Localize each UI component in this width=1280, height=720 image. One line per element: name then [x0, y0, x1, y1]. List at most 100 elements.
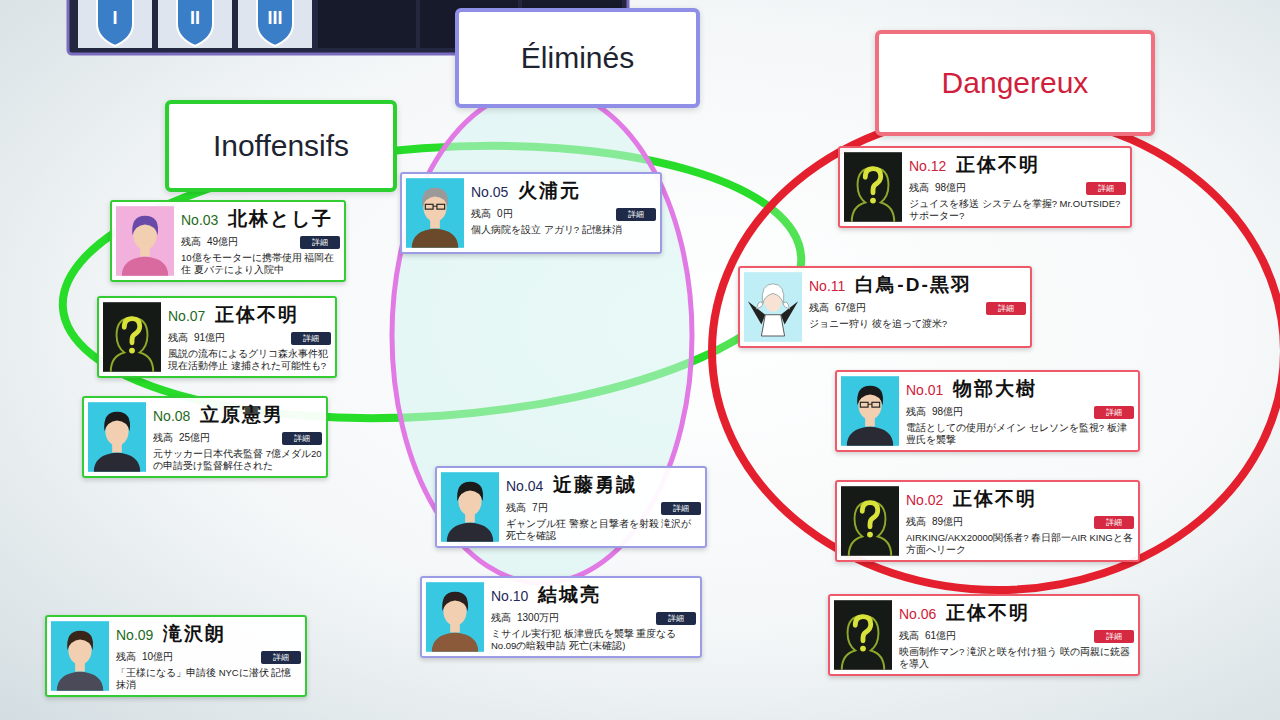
balance-row: 残高98億円詳細 — [906, 405, 1134, 419]
player-number: No.01 — [906, 382, 943, 398]
player-name: 滝沢朗 — [163, 621, 226, 647]
player-notes: ミサイル実行犯 板津豊氏を襲撃 重度なるNo.09の暗殺申請 死亡(未確認) — [491, 628, 696, 652]
venn-region: DangereuxNo.12正体不明残高98億円詳細ジュイスを移送 システムを掌… — [712, 112, 1280, 590]
balance-row: 残高89億円詳細 — [906, 515, 1134, 529]
player-name: 正体不明 — [956, 152, 1040, 178]
detail-button: 詳細 — [1094, 630, 1134, 643]
card-header: No.09 滝沢朗 — [116, 621, 301, 647]
card-header: No.11白鳥-D-黒羽 — [809, 272, 1026, 298]
balance-row: 残高 61億円 詳細 — [899, 629, 1134, 643]
player-number: No.05 — [471, 184, 508, 200]
region-title: Dangereux — [942, 66, 1089, 100]
balance-row: 残高1300万円詳細 — [491, 611, 696, 625]
card-header: No.04 近藤勇誠 — [506, 472, 701, 498]
balance-amount: 49億円 — [207, 235, 238, 249]
avatar-portrait — [844, 152, 902, 222]
player-notes: 10億をモーターに携帯使用 福岡在住 夏バテにより入院中 — [181, 252, 340, 276]
card-body: No.03北林とし子残高49億円詳細10億をモーターに携帯使用 福岡在住 夏バテ… — [181, 206, 340, 276]
balance-amount: 98億円 — [935, 181, 966, 195]
player-number: No.10 — [491, 588, 528, 604]
balance-label: 残高 — [506, 501, 526, 515]
player-notes: 映画制作マン? 滝沢と咲を付け狙う 咲の両親に銃器を導入 — [899, 646, 1134, 670]
player-card: No.09 滝沢朗残高 10億円 詳細「王様になる」申請後 NYCに潜伏 記憶抹消 — [45, 615, 307, 697]
player-number: No.11 — [809, 278, 845, 294]
detail-button: 詳細 — [300, 236, 340, 249]
player-number: No.09 — [116, 627, 153, 643]
card-body: No.07正体不明残高91億円詳細風説の流布によるグリコ森永事件犯 現在活動停止… — [168, 302, 331, 372]
player-notes: 電話としての使用がメイン セレソンを監視? 板津豊氏を襲撃 — [906, 422, 1134, 446]
player-card: No.04近藤勇誠残高7円詳細ギャンブル狂 警察と目撃者を射殺 滝沢が死亡を確認 — [435, 466, 707, 548]
balance-amount: 25億円 — [179, 431, 210, 445]
balance-label: 残高 — [899, 629, 919, 643]
player-card: No.07正体不明残高91億円詳細風説の流布によるグリコ森永事件犯 現在活動停止… — [97, 296, 337, 378]
avatar-portrait — [116, 206, 174, 276]
balance-amount: 0円 — [497, 207, 513, 221]
player-number: No.06 — [899, 606, 936, 622]
player-card: No.08立原憲男残高25億円詳細元サッカー日本代表監督 7億メダル20の申請受… — [82, 396, 328, 478]
balance-label: 残高 — [906, 405, 926, 419]
player-notes: 元サッカー日本代表監督 7億メダル20の申請受け監督解任された — [153, 448, 322, 472]
card-body: No.12正体不明残高98億円詳細ジュイスを移送 システムを掌握? Mr.OUT… — [909, 152, 1126, 222]
player-name: 正体不明 — [953, 486, 1037, 512]
card-body: No.05火浦元残高 0円 詳細個人病院を設立 アガリ? 記憶抹消 — [471, 178, 656, 248]
player-notes: 「王様になる」申請後 NYCに潜伏 記憶抹消 — [116, 667, 301, 691]
tab-numeral: II — [190, 8, 200, 29]
balance-row: 残高67億円詳細 — [809, 301, 1026, 315]
player-name: 近藤勇誠 — [553, 472, 637, 498]
detail-button: 詳細 — [616, 208, 656, 221]
player-number: No.02 — [906, 492, 943, 508]
player-notes: ジョニー狩り 彼を追って渡米? — [809, 318, 1026, 330]
balance-row: 残高98億円詳細 — [909, 181, 1126, 195]
player-card: No.11白鳥-D-黒羽残高67億円詳細ジョニー狩り 彼を追って渡米? — [738, 266, 1032, 348]
card-header: No.12正体不明 — [909, 152, 1126, 178]
player-number: No.03 — [181, 212, 218, 228]
player-card: No.12正体不明残高98億円詳細ジュイスを移送 システムを掌握? Mr.OUT… — [838, 146, 1132, 228]
player-name: 結城亮 — [538, 582, 601, 608]
player-card: No.06 正体不明残高 61億円 詳細映画制作マン? 滝沢と咲を付け狙う 咲の両親に… — [828, 594, 1140, 676]
card-header: No.01物部大樹 — [906, 376, 1134, 402]
detail-button: 詳細 — [282, 432, 322, 445]
player-name: 立原憲男 — [200, 402, 284, 428]
avatar-portrait — [744, 272, 802, 342]
balance-label: 残高 — [906, 515, 926, 529]
player-notes: 個人病院を設立 アガリ? 記憶抹消 — [471, 224, 656, 236]
balance-label: 残高 — [116, 650, 136, 664]
balance-amount: 61億円 — [925, 629, 956, 643]
player-card: No.01物部大樹残高98億円詳細電話としての使用がメイン セレソンを監視? 板… — [835, 370, 1140, 452]
player-card: No.10 結城亮残高1300万円詳細ミサイル実行犯 板津豊氏を襲撃 重度なるNo… — [420, 576, 702, 658]
player-name: 北林とし子 — [228, 206, 333, 232]
avatar-portrait — [406, 178, 464, 248]
detail-button: 詳細 — [656, 612, 696, 625]
detail-button: 詳細 — [986, 302, 1026, 315]
region-heading: Inoffensifs — [165, 100, 397, 192]
tab-numeral: III — [267, 8, 282, 29]
balance-label: 残高 — [491, 611, 511, 625]
region-heading: Dangereux — [875, 30, 1155, 136]
card-body: No.01物部大樹残高98億円詳細電話としての使用がメイン セレソンを監視? 板… — [906, 376, 1134, 446]
player-name: 正体不明 — [946, 600, 1030, 626]
region-title: Éliminés — [521, 41, 634, 75]
card-body: No.11白鳥-D-黒羽残高67億円詳細ジョニー狩り 彼を追って渡米? — [809, 272, 1026, 342]
avatar-portrait — [103, 302, 161, 372]
balance-amount: 10億円 — [142, 650, 173, 664]
balance-amount: 67億円 — [835, 301, 866, 315]
detail-button: 詳細 — [291, 332, 331, 345]
player-name: 正体不明 — [215, 302, 299, 328]
detail-button: 詳細 — [261, 651, 301, 664]
card-body: No.09 滝沢朗残高 10億円 詳細「王様になる」申請後 NYCに潜伏 記憶抹消 — [116, 621, 301, 691]
player-notes: 風説の流布によるグリコ森永事件犯 現在活動停止 逮捕された可能性も? — [168, 348, 331, 372]
player-number: No.08 — [153, 408, 190, 424]
avatar-portrait — [841, 376, 899, 446]
player-notes: ジュイスを移送 システムを掌握? Mr.OUTSIDE? サポーター? — [909, 198, 1126, 222]
card-header: No.07正体不明 — [168, 302, 331, 328]
card-body: No.10 結城亮残高1300万円詳細ミサイル実行犯 板津豊氏を襲撃 重度なるNo… — [491, 582, 696, 652]
detail-button: 詳細 — [661, 502, 701, 515]
balance-label: 残高 — [471, 207, 491, 221]
balance-label: 残高 — [909, 181, 929, 195]
tab-numeral: I — [112, 8, 117, 29]
region-title: Inoffensifs — [213, 129, 349, 163]
card-header: No.03 北林とし子 — [181, 206, 340, 232]
card-header: No.10 結城亮 — [491, 582, 696, 608]
player-number: No.04 — [506, 478, 543, 494]
card-header: No.05火浦元 — [471, 178, 656, 204]
